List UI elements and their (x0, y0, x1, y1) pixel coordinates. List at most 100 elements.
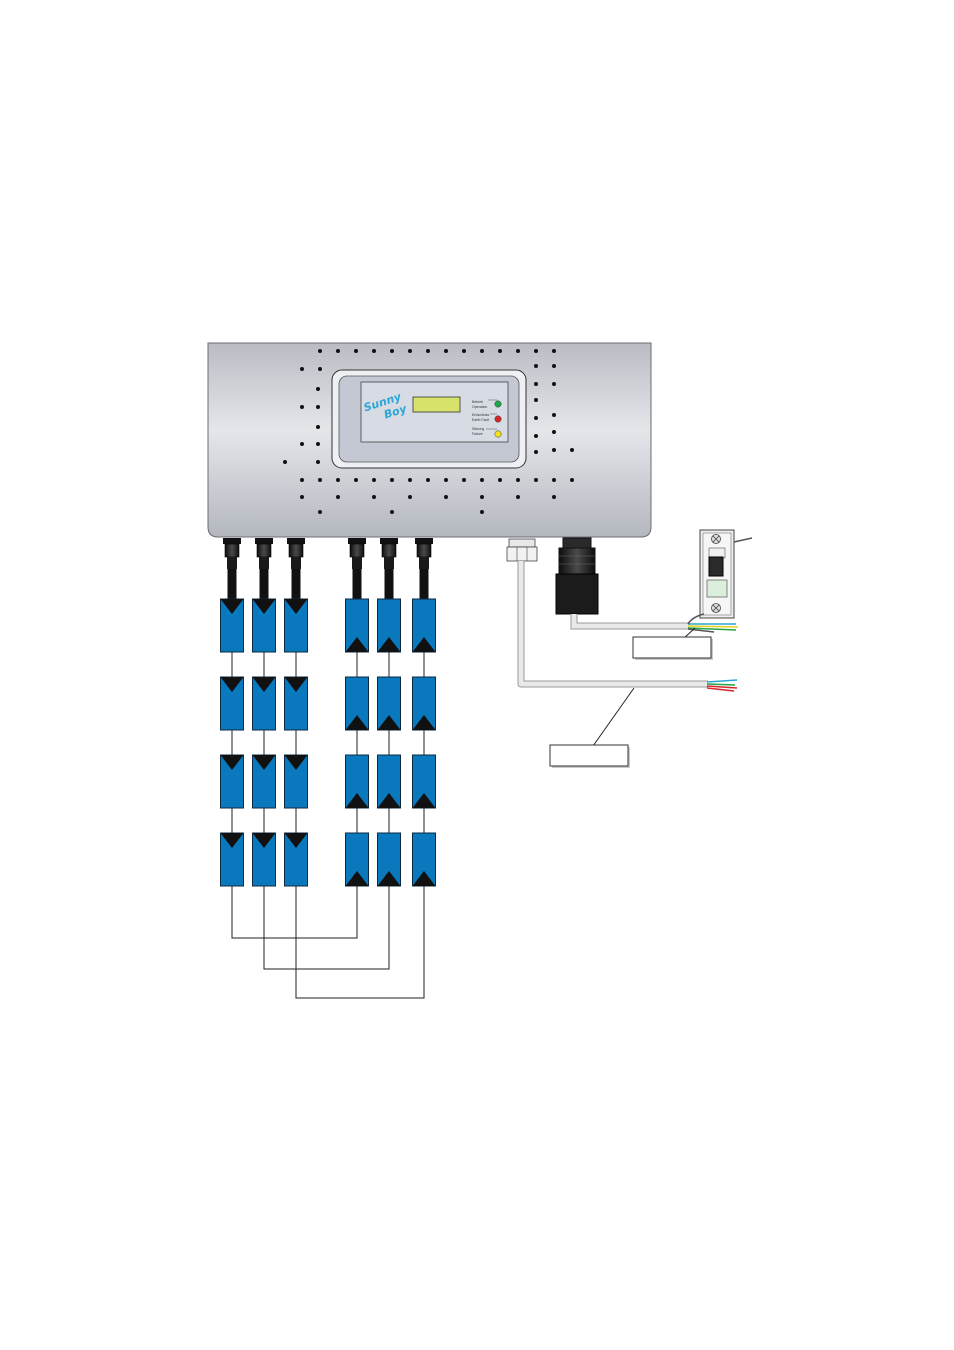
vent-hole (462, 349, 466, 353)
pv-module-s4-m3 (345, 754, 369, 809)
vent-hole (570, 478, 574, 482)
vent-hole (372, 349, 376, 353)
up-arrow-icon (412, 715, 436, 730)
callout-communication (549, 744, 630, 768)
up-arrow-icon (377, 871, 401, 886)
vent-hole (534, 398, 538, 402)
pv-module-s4-m1 (345, 598, 369, 653)
connector-sleeve (352, 557, 362, 569)
vent-hole (552, 382, 556, 386)
vent-hole (300, 405, 304, 409)
lcd-screen (412, 396, 461, 413)
down-arrow-icon (284, 599, 308, 614)
dc-cable (352, 569, 362, 600)
led-label-earthfault-1: Erdschluss (472, 413, 489, 417)
pv-module-s6-m2 (412, 676, 436, 731)
vent-hole (316, 460, 320, 464)
vent-hole (534, 382, 538, 386)
dc-connector-4 (348, 538, 366, 600)
down-arrow-icon (252, 755, 276, 770)
connector-cap (287, 538, 305, 544)
return-wire-2 (263, 886, 390, 970)
vent-hole (316, 405, 320, 409)
up-arrow-icon (412, 637, 436, 652)
up-arrow-icon (345, 715, 369, 730)
connector-body (224, 543, 240, 558)
vent-hole (552, 478, 556, 482)
up-arrow-icon (345, 637, 369, 652)
vent-hole (408, 495, 412, 499)
down-arrow-icon (220, 677, 244, 692)
callout-ac (632, 636, 713, 660)
pv-module-s6-m3 (412, 754, 436, 809)
vent-hole (426, 349, 430, 353)
pv-module-s3-m4 (284, 832, 308, 887)
led-label-operation-2: Operation (472, 405, 487, 409)
vent-hole (498, 349, 502, 353)
return-wire-1 (231, 886, 358, 939)
pv-module-strings (220, 598, 436, 887)
pv-module-s3-m1 (284, 598, 308, 653)
pv-module-s1-m2 (220, 676, 244, 731)
dc-connectors (223, 538, 433, 600)
vent-hole (534, 364, 538, 368)
ventilation-holes (283, 349, 574, 514)
up-arrow-icon (412, 793, 436, 808)
vent-hole (534, 349, 538, 353)
connector-cap (348, 538, 366, 544)
dc-connector-1 (223, 538, 241, 600)
vent-hole (408, 478, 412, 482)
up-arrow-icon (377, 793, 401, 808)
connector-cap (380, 538, 398, 544)
vent-hole (372, 478, 376, 482)
led-label-failure-2: Failure (472, 432, 483, 436)
vent-hole (480, 478, 484, 482)
dc-connector-6 (415, 538, 433, 600)
vent-hole (300, 478, 304, 482)
vent-hole (300, 442, 304, 446)
pv-module-s3-m2 (284, 676, 308, 731)
vent-hole (300, 367, 304, 371)
vent-hole (283, 460, 287, 464)
vent-hole (336, 478, 340, 482)
led-label-operation-1: Betrieb (472, 400, 483, 404)
connector-cap (415, 538, 433, 544)
vent-hole (444, 478, 448, 482)
connector-sleeve (384, 557, 394, 569)
pv-module-s5-m3 (377, 754, 401, 809)
pv-module-s5-m4 (377, 832, 401, 887)
vent-hole (336, 349, 340, 353)
vent-hole (498, 478, 502, 482)
display-panel: Sunny Boy Betrieb Operation Erdschluss E… (331, 369, 527, 469)
led-failure (494, 430, 502, 438)
pv-module-s2-m2 (252, 676, 276, 731)
down-arrow-icon (252, 677, 276, 692)
down-arrow-icon (284, 833, 308, 848)
connector-cap (223, 538, 241, 544)
vent-hole (534, 434, 538, 438)
dc-cable (384, 569, 394, 600)
pv-module-s1-m1 (220, 598, 244, 653)
connector-body (349, 543, 365, 558)
led-earth-fault (494, 415, 502, 423)
down-arrow-icon (220, 599, 244, 614)
connector-body (381, 543, 397, 558)
down-arrow-icon (284, 677, 308, 692)
connector-sleeve (291, 557, 301, 569)
vent-hole (336, 495, 340, 499)
led-label-earthfault-2: Earth Fault (472, 418, 489, 422)
vent-hole (390, 510, 394, 514)
dc-connector-3 (287, 538, 305, 600)
vent-hole (516, 478, 520, 482)
dc-cable (227, 569, 237, 600)
pv-module-s6-m4 (412, 832, 436, 887)
vent-hole (390, 478, 394, 482)
vent-hole (552, 448, 556, 452)
ac-wire-ends (687, 623, 739, 633)
down-arrow-icon (252, 599, 276, 614)
pv-module-s1-m4 (220, 832, 244, 887)
pv-module-s2-m3 (252, 754, 276, 809)
vent-hole (552, 364, 556, 368)
breaker-switch (708, 556, 724, 577)
